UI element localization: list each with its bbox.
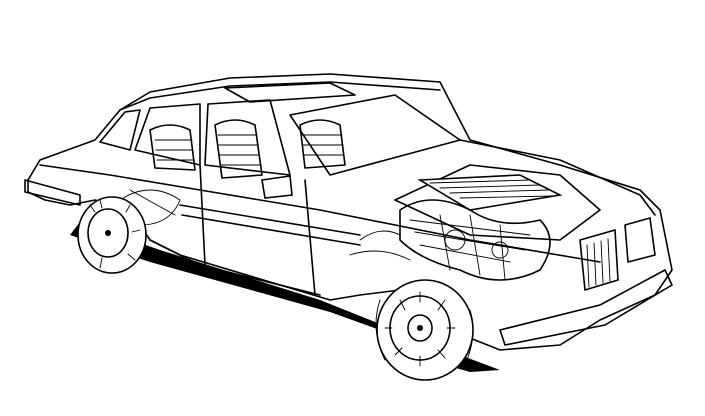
front-door-window bbox=[204, 99, 291, 176]
front-bumper bbox=[499, 269, 673, 346]
rear-bumper bbox=[24, 179, 81, 206]
grille-slats bbox=[586, 238, 611, 288]
roof-line bbox=[119, 81, 441, 111]
rear-window bbox=[99, 109, 141, 151]
door-cut-lines bbox=[199, 164, 316, 296]
prop-shaft bbox=[179, 204, 361, 246]
front-wheel bbox=[375, 279, 474, 381]
grille bbox=[579, 229, 619, 291]
bonnet-cutaway bbox=[394, 164, 601, 241]
rear-axle-detail bbox=[119, 189, 181, 226]
hood-line bbox=[459, 139, 656, 216]
sill-line bbox=[149, 239, 321, 296]
engine bbox=[349, 174, 563, 281]
sunroof bbox=[224, 82, 356, 103]
headlight bbox=[624, 217, 656, 263]
seats bbox=[149, 119, 346, 179]
belt-line bbox=[39, 164, 601, 263]
rear-wheel bbox=[77, 196, 147, 274]
side-mirror bbox=[261, 175, 293, 199]
